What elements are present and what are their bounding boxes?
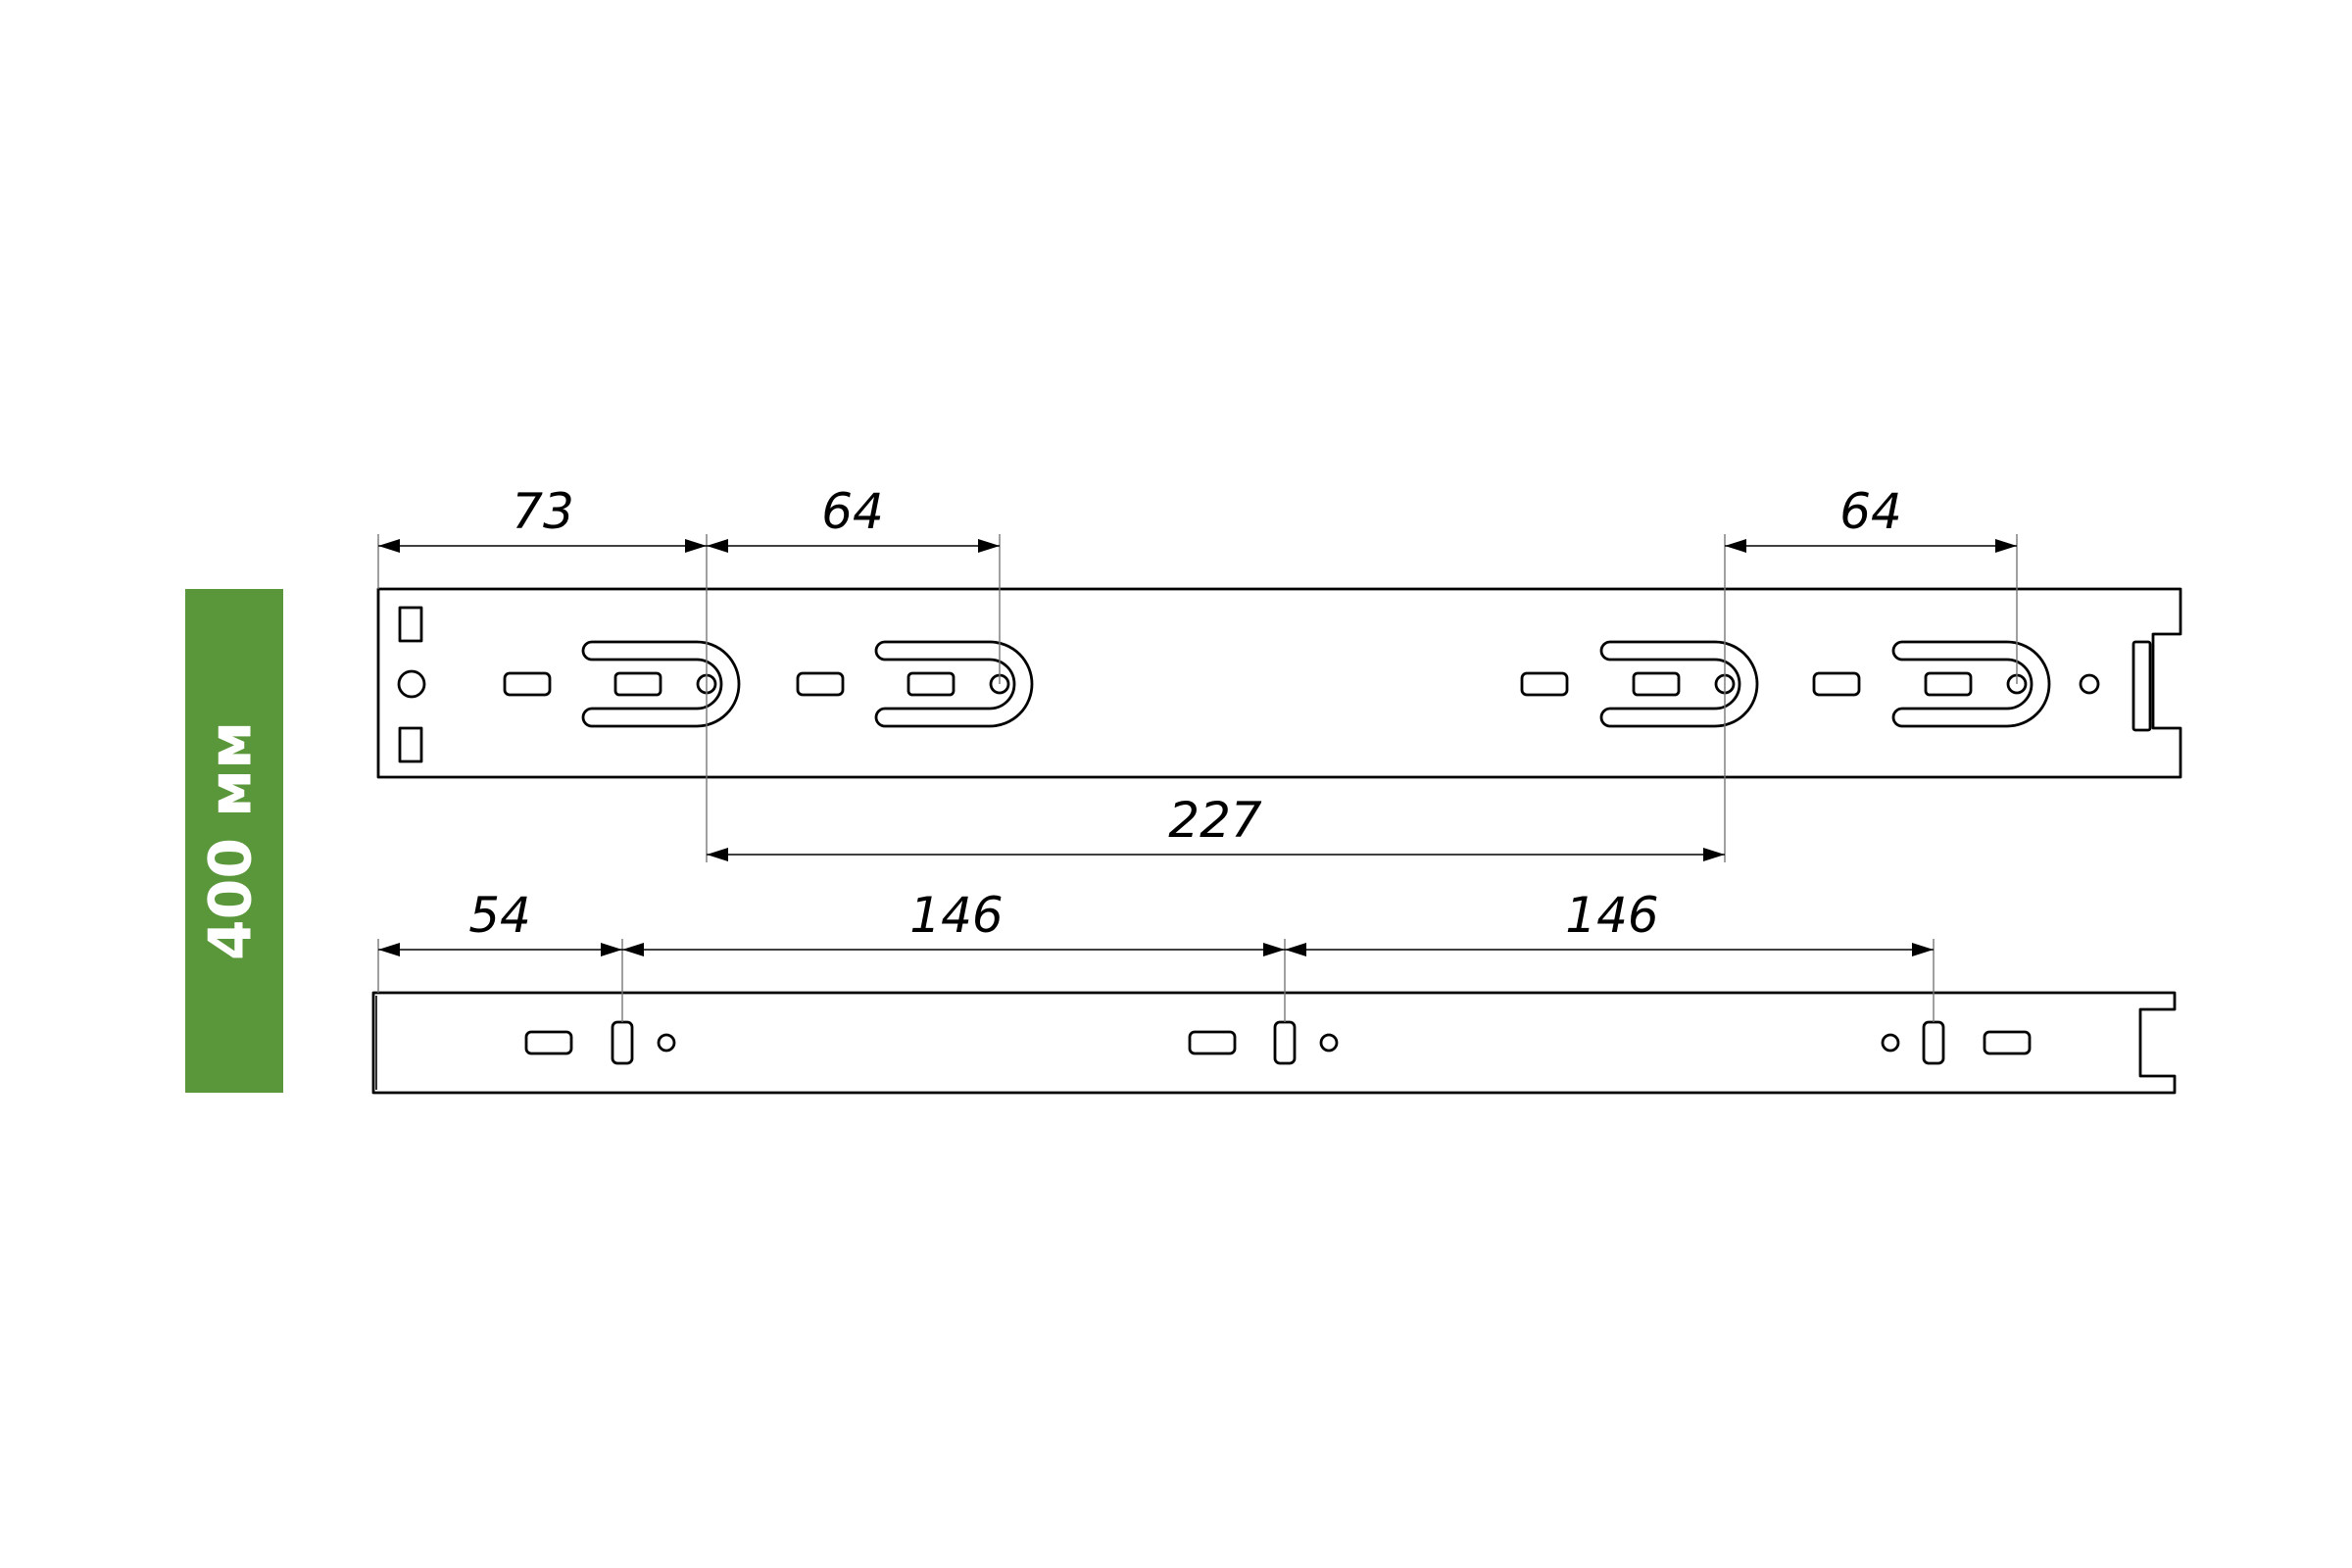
dimension-label: 54 (468, 887, 531, 944)
bottom-rail-vertical-slot (611, 1020, 634, 1065)
top-rail-oblong-slot (1520, 671, 1569, 697)
bottom-rail-vertical-slot (1922, 1020, 1945, 1065)
top-rail-round-hole-right (2079, 673, 2100, 695)
dimension-label: 227 (1168, 792, 1262, 849)
top-rail-end-slot (2132, 640, 2152, 732)
bottom-rail-outline (371, 991, 2177, 1095)
bottom-rail-round-hole (1319, 1033, 1339, 1053)
dimension-label: 146 (1565, 887, 1658, 944)
top-rail-oblong-slot (796, 671, 845, 697)
dimension-bottom-146-left: 146 (622, 887, 1285, 956)
dimension-top-64-left: 64 (707, 483, 1000, 553)
top-rail-u-slot (581, 640, 741, 728)
bottom-rail-oblong-slot (1983, 1030, 2032, 1055)
dimension-label: 64 (1839, 483, 1902, 540)
dimension-bottom-146-right: 146 (1285, 887, 1934, 956)
dimension-top-64-right: 64 (1725, 483, 2017, 553)
bottom-rail-round-hole (657, 1033, 676, 1053)
top-rail-outline (376, 587, 2182, 779)
top-rail-oblong-slot (503, 671, 552, 697)
top-rail-oblong-slot (1812, 671, 1861, 697)
top-rail-square-hole-upper (398, 606, 423, 643)
bottom-rail-extension-lines (377, 939, 1935, 1022)
dimension-top-73: 73 (378, 483, 707, 553)
bottom-rail-oblong-slot (1188, 1030, 1237, 1055)
dimension-label: 64 (821, 483, 884, 540)
top-rail-square-hole-lower (398, 726, 423, 763)
dimension-label: 73 (512, 483, 574, 540)
top-rail-u-slot (1599, 640, 1759, 728)
top-rail-round-hole-left (397, 669, 426, 699)
bottom-rail-round-hole (1881, 1033, 1900, 1053)
dimension-top-227: 227 (707, 792, 1725, 861)
top-rail-u-slot (874, 640, 1034, 728)
top-rail-u-slot (1891, 640, 2051, 728)
dimension-label: 146 (909, 887, 1003, 944)
top-rail (376, 587, 2182, 779)
top-rail-extension-lines (377, 534, 2018, 862)
size-badge-label: 400 мм (197, 721, 266, 960)
bottom-rail-vertical-slot (1273, 1020, 1297, 1065)
bottom-rail-oblong-slot (524, 1030, 573, 1055)
size-badge-background (185, 589, 283, 1093)
bottom-rail (371, 991, 2177, 1095)
dimension-bottom-54: 54 (378, 887, 622, 956)
size-badge: 400 мм (185, 589, 283, 1093)
